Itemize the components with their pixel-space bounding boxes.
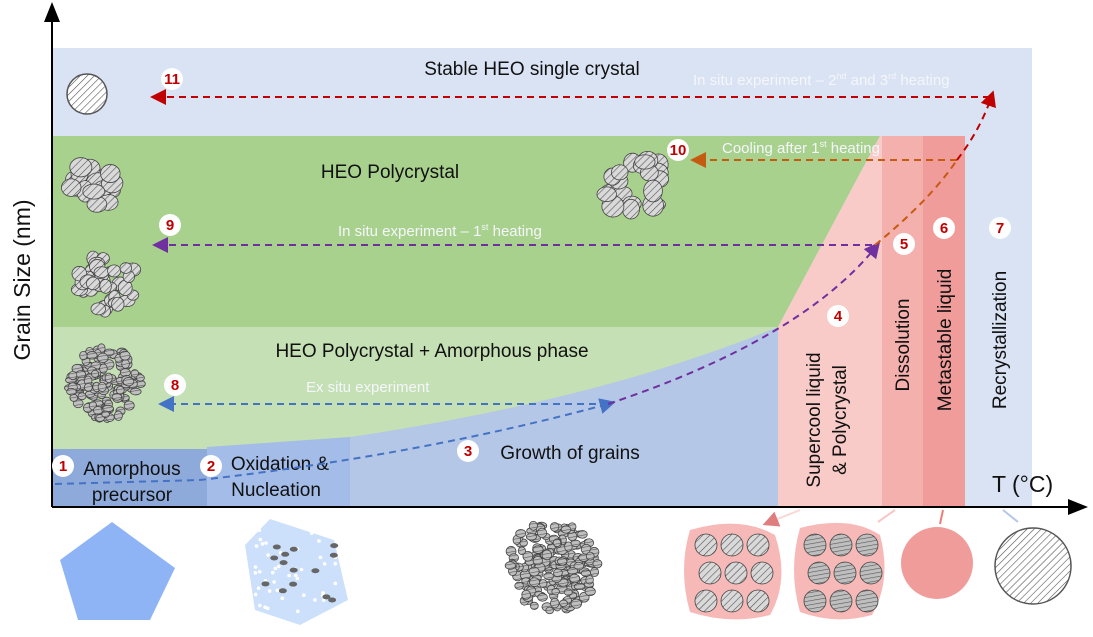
region-oxidation bbox=[207, 437, 350, 507]
large-polycrystal-cluster-icon-2 bbox=[71, 250, 142, 318]
label-metastable: Metastable liquid bbox=[935, 269, 956, 412]
label-amorphous-1: Amorphous bbox=[83, 459, 180, 480]
label-poly: HEO Polycrystal bbox=[321, 162, 459, 183]
step-marker-7: 7 bbox=[989, 217, 1011, 239]
step-number: 3 bbox=[464, 443, 472, 460]
step-number: 5 bbox=[900, 236, 908, 253]
step-number: 4 bbox=[834, 308, 843, 325]
label-amorphous-2: precursor bbox=[92, 485, 173, 506]
step-marker-5: 5 bbox=[893, 233, 915, 255]
step-marker-6: 6 bbox=[933, 217, 955, 239]
supercool-grains-icon bbox=[694, 533, 774, 613]
label-exsitu: Ex situ experiment bbox=[306, 379, 430, 396]
step-marker-3: 3 bbox=[457, 440, 479, 462]
path-heating-2-3 bbox=[956, 90, 996, 161]
path-cooling bbox=[874, 159, 958, 246]
step-number: 6 bbox=[940, 220, 948, 237]
small-grain-cluster-icon bbox=[64, 343, 146, 423]
amorphous-pentagon-icon bbox=[60, 522, 175, 620]
label-oxidation-2: Nucleation bbox=[231, 480, 321, 501]
connector-arrow bbox=[877, 509, 896, 523]
step-number: 2 bbox=[207, 458, 215, 475]
medium-polycrystal-cluster-icon bbox=[596, 150, 669, 220]
connector-arrow bbox=[762, 509, 801, 527]
step-marker-10: 10 bbox=[667, 139, 689, 161]
metastable-liquid-icon bbox=[901, 527, 973, 599]
large-polycrystal-cluster-icon bbox=[61, 157, 124, 213]
label-poly-amorph: HEO Polycrystal + Amorphous phase bbox=[275, 341, 588, 362]
step-number: 1 bbox=[59, 458, 67, 475]
step-number: 9 bbox=[166, 217, 174, 234]
step-marker-1: 1 bbox=[52, 455, 74, 477]
label-supercool-2: & Polycrystal bbox=[830, 365, 851, 475]
path-heating-1 bbox=[607, 241, 881, 405]
region-metastable bbox=[923, 136, 965, 507]
step-number: 10 bbox=[670, 142, 687, 159]
step-number: 7 bbox=[996, 220, 1004, 237]
x-axis-label: T (°C) bbox=[992, 471, 1053, 497]
label-heating-1: In situ experiment – 1st heating bbox=[338, 222, 542, 240]
step-number: 11 bbox=[164, 71, 180, 88]
region-growth bbox=[350, 327, 778, 507]
step-marker-11: 11 bbox=[161, 68, 183, 90]
label-dissolution: Dissolution bbox=[893, 299, 914, 392]
region-dissolution bbox=[882, 136, 923, 507]
label-growth: Growth of grains bbox=[500, 443, 639, 464]
path-exsitu-heating bbox=[54, 398, 616, 485]
label-heating-2-3: In situ experiment – 2nd and 3rd heating bbox=[693, 71, 950, 89]
label-oxidation-1: Oxidation & bbox=[231, 454, 330, 475]
nucleation-pentagon-icon bbox=[245, 519, 348, 625]
label-supercool-1: Supercool liquid bbox=[804, 352, 825, 487]
step-number: 8 bbox=[171, 377, 179, 394]
connector-arrow bbox=[1002, 509, 1019, 523]
nanograin-cluster-icon bbox=[504, 520, 603, 615]
label-cooling: Cooling after 1st heating bbox=[722, 139, 880, 157]
step-marker-8: 8 bbox=[164, 374, 186, 396]
recrystallized-crystal-icon bbox=[994, 527, 1072, 605]
region-amorphous bbox=[52, 449, 207, 507]
label-recrystallization: Recrystallization bbox=[990, 271, 1011, 409]
step-marker-9: 9 bbox=[159, 214, 181, 236]
label-stable: Stable HEO single crystal bbox=[424, 59, 639, 80]
y-axis-label: Grain Size (nm) bbox=[9, 199, 35, 360]
single-crystal-icon bbox=[66, 73, 108, 115]
dissolution-grains-icon bbox=[803, 533, 883, 613]
region-polycrystal bbox=[52, 136, 880, 327]
connector-arrow bbox=[939, 509, 944, 525]
step-marker-4: 4 bbox=[827, 305, 849, 327]
nucleation-particles-icon bbox=[253, 528, 342, 614]
step-marker-2: 2 bbox=[200, 455, 222, 477]
